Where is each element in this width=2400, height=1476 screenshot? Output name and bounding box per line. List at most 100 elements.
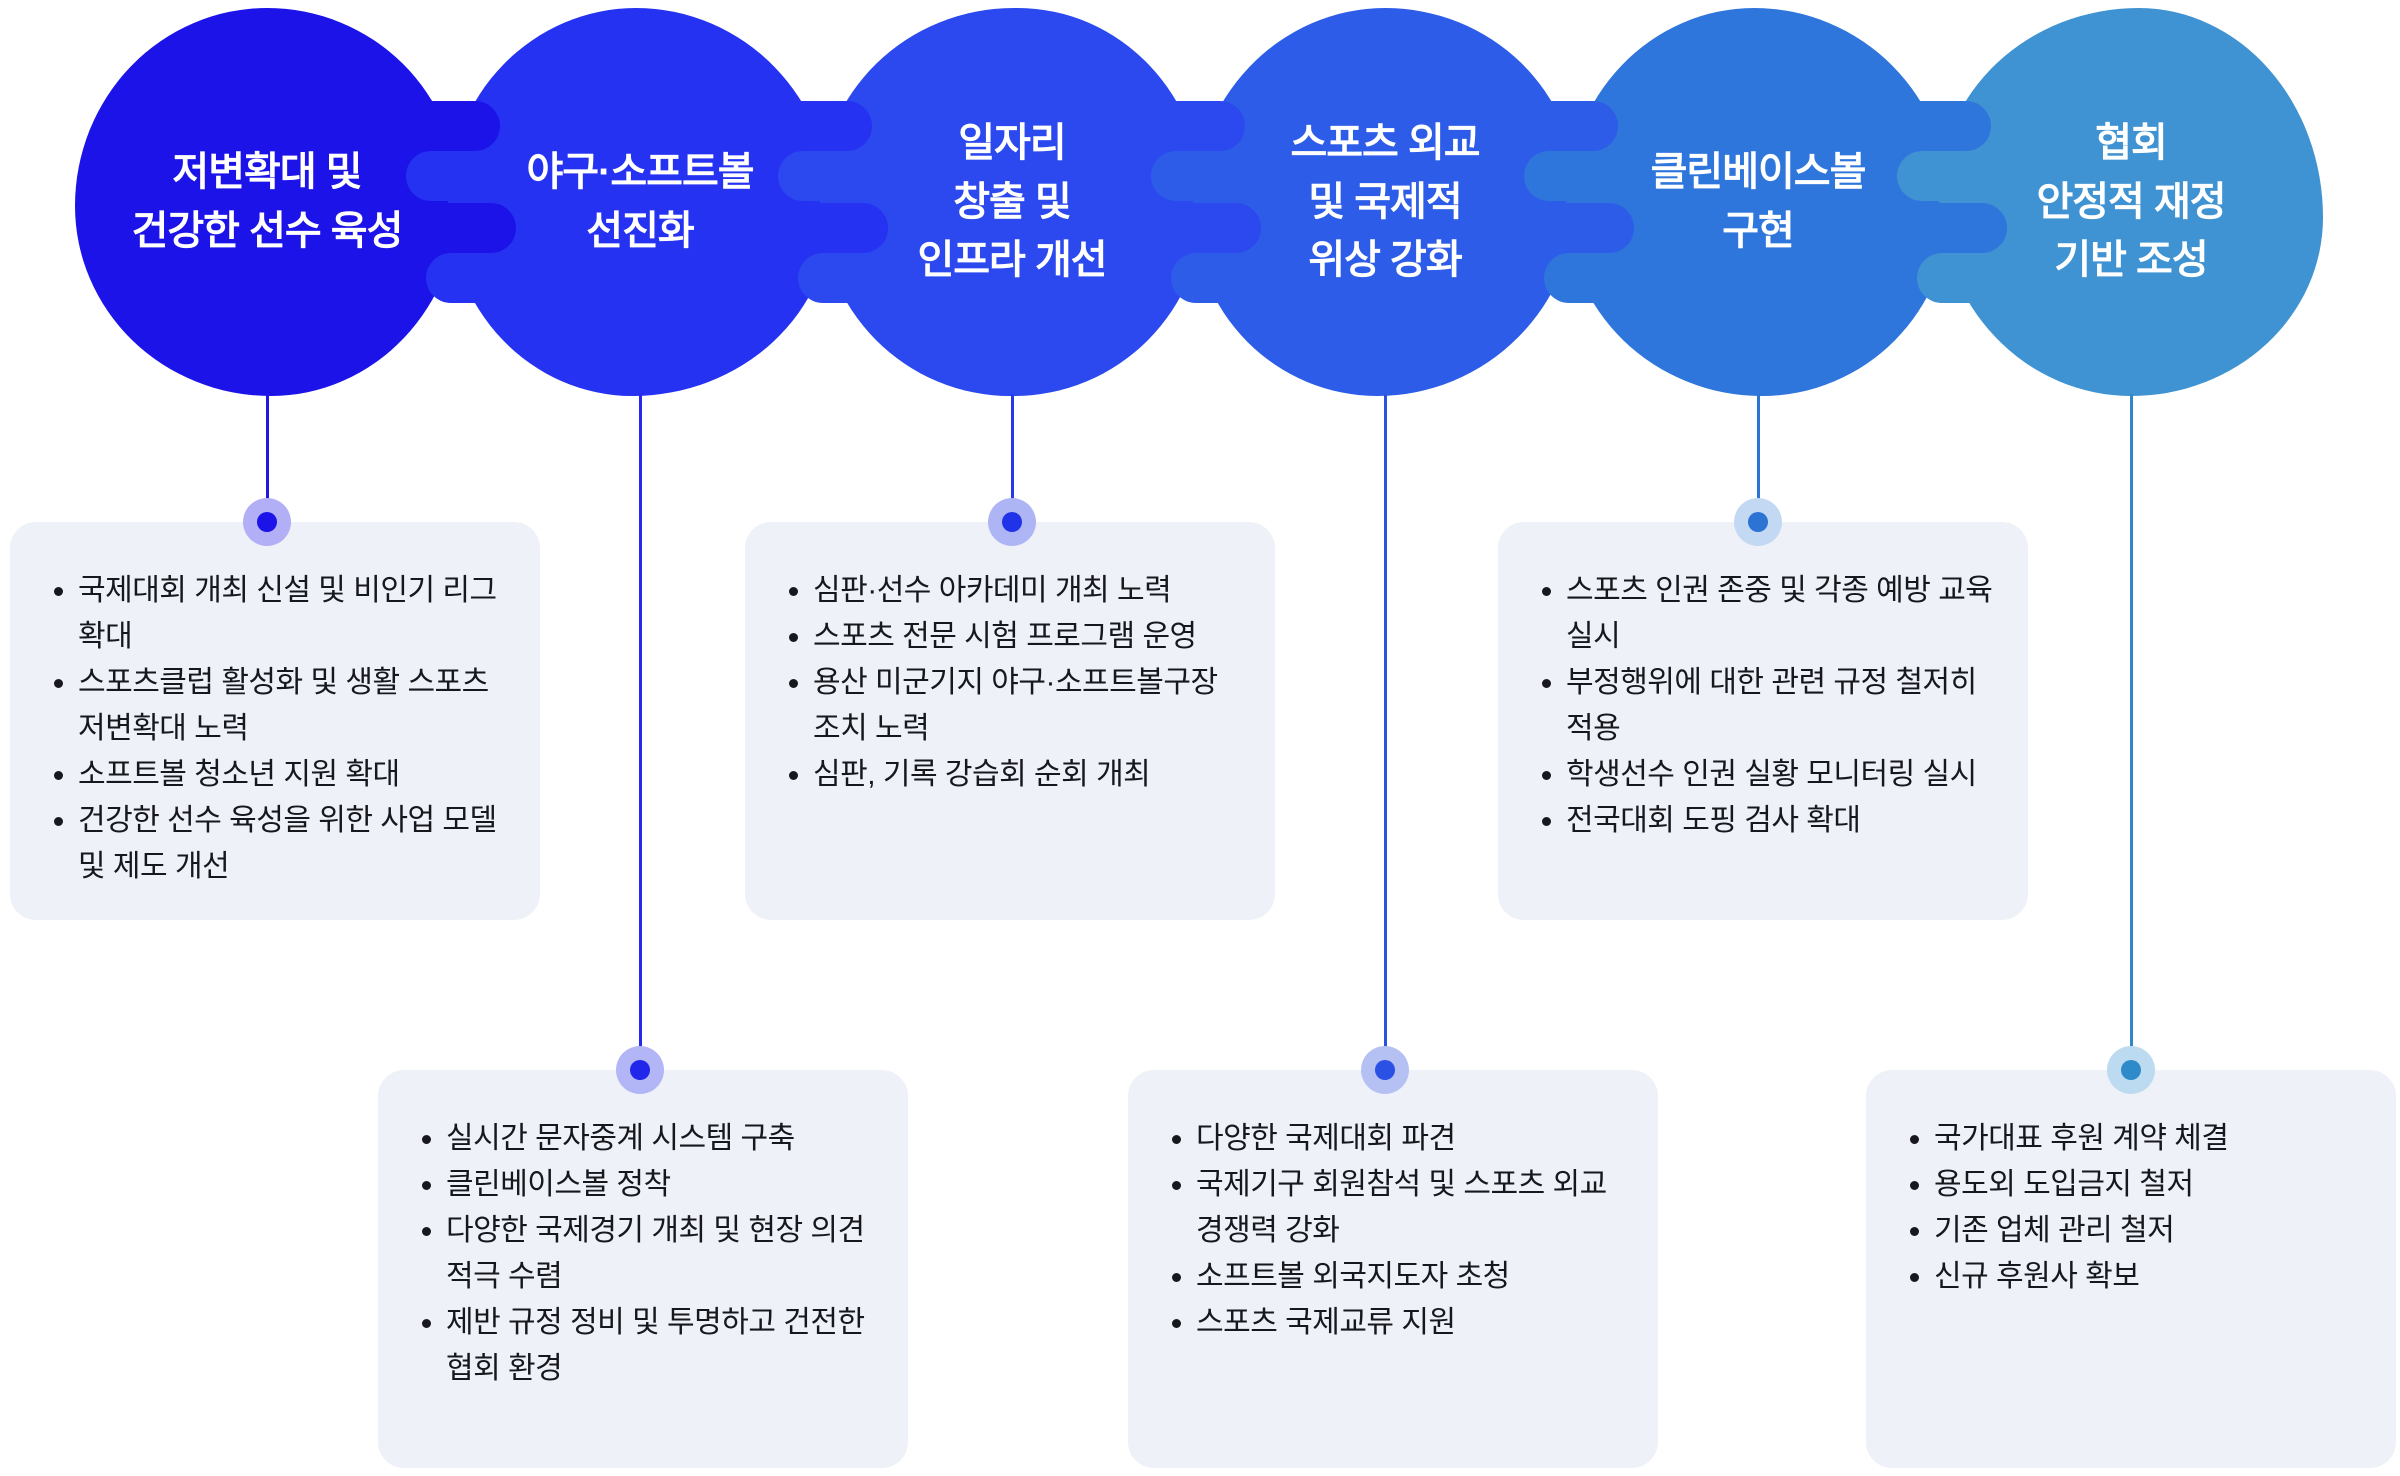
bullet-dot bbox=[422, 1227, 431, 1236]
bullet-text: 국제대회 개최 신설 및 비인기 리그 확대 bbox=[78, 574, 497, 653]
circle-connector-finger bbox=[288, 203, 516, 253]
bullet-dot bbox=[1172, 1273, 1181, 1282]
bullet-item: 학생선수 인권 실황 모니터링 실시 bbox=[1498, 752, 1998, 798]
bullet-text: 다양한 국제대회 파견 bbox=[1196, 1122, 1456, 1155]
bullet-item: 국제대회 개최 신설 및 비인기 리그 확대 bbox=[10, 568, 510, 660]
goal-circle-2: 야구·소프트볼 선진화 bbox=[448, 8, 832, 396]
bullet-text: 건강한 선수 육성을 위한 사업 모델 및 제도 개선 bbox=[78, 804, 497, 883]
bullet-text: 심판·선수 아카데미 개최 노력 bbox=[813, 574, 1172, 607]
circle-connector-finger bbox=[1170, 253, 1364, 303]
circle-connector-finger bbox=[1033, 101, 1245, 151]
bullet-item: 스포츠 국제교류 지원 bbox=[1128, 1300, 1628, 1346]
bullet-dot bbox=[422, 1135, 431, 1144]
bullet-text: 용도외 도입금지 철저 bbox=[1934, 1168, 2194, 1201]
bullet-text: 스포츠클럽 활성화 및 생활 스포츠 저변확대 노력 bbox=[78, 666, 489, 745]
goal-circle-6: 협회 안정적 재정 기반 조성 bbox=[1939, 8, 2323, 396]
circle-connector-finger bbox=[1033, 203, 1261, 253]
connector-dot-core bbox=[1748, 512, 1768, 532]
circle-connector-finger bbox=[1523, 151, 1737, 201]
goal-circle-4: 스포츠 외교 및 국제적 위상 강화 bbox=[1193, 8, 1577, 396]
connector-dot-core bbox=[630, 1060, 650, 1080]
connector-dot bbox=[1361, 1046, 1409, 1094]
goal-circle-label: 스포츠 외교 및 국제적 위상 강화 bbox=[1290, 120, 1480, 283]
bullet-item: 소프트볼 외국지도자 초청 bbox=[1128, 1254, 1628, 1300]
bullet-dot bbox=[54, 587, 63, 596]
circle-connector-finger bbox=[1406, 101, 1618, 151]
bullet-item: 전국대회 도핑 검사 확대 bbox=[1498, 798, 1998, 844]
bullet-item: 다양한 국제대회 파견 bbox=[1128, 1116, 1628, 1162]
goal-circle-label: 일자리 창출 및 인프라 개선 bbox=[917, 120, 1107, 283]
circle-connector-finger bbox=[1406, 203, 1634, 253]
bullet-text: 국제기구 회원참석 및 스포츠 외교 경쟁력 강화 bbox=[1196, 1168, 1607, 1247]
bullet-item: 실시간 문자중계 시스템 구축 bbox=[378, 1116, 878, 1162]
circle-connector-finger bbox=[1150, 151, 1364, 201]
bullet-item: 용산 미군기지 야구·소프트볼구장 조치 노력 bbox=[745, 660, 1245, 752]
connector-line bbox=[1756, 394, 1760, 524]
circle-connector-finger bbox=[1896, 151, 2110, 201]
connector-dot-core bbox=[257, 512, 277, 532]
circle-connector-finger bbox=[661, 101, 872, 151]
bullet-item: 스포츠 인권 존중 및 각종 예방 교육 실시 bbox=[1498, 568, 1998, 660]
bullet-dot bbox=[789, 633, 798, 642]
bullet-item: 스포츠 전문 시험 프로그램 운영 bbox=[745, 614, 1245, 660]
bullet-item: 클린베이스볼 정착 bbox=[378, 1162, 878, 1208]
bullet-text: 스포츠 국제교류 지원 bbox=[1196, 1306, 1456, 1339]
bullet-item: 부정행위에 대한 관련 규정 철저히 적용 bbox=[1498, 660, 1998, 752]
connector-dot-core bbox=[1002, 512, 1022, 532]
bullet-dot bbox=[789, 771, 798, 780]
connector-dot-core bbox=[2121, 1060, 2141, 1080]
bullet-item: 심판, 기록 강습회 순회 개최 bbox=[745, 752, 1245, 798]
connector-line bbox=[265, 394, 269, 524]
bullet-item: 신규 후원사 확보 bbox=[1866, 1254, 2366, 1300]
circle-connector-finger bbox=[425, 253, 619, 303]
goal-circle-label: 협회 안정적 재정 기반 조성 bbox=[2036, 120, 2226, 283]
connector-dot bbox=[243, 498, 291, 546]
bullet-dot bbox=[1172, 1319, 1181, 1328]
bullet-text: 신규 후원사 확보 bbox=[1934, 1260, 2140, 1293]
bullet-item: 소프트볼 청소년 지원 확대 bbox=[10, 752, 510, 798]
circle-connector-finger bbox=[798, 253, 991, 303]
bullet-dot bbox=[1172, 1135, 1181, 1144]
bullet-text: 학생선수 인권 실황 모니터링 실시 bbox=[1566, 758, 1977, 791]
bullet-item: 제반 규정 정비 및 투명하고 건전한 협회 환경 bbox=[378, 1300, 878, 1392]
bullet-text: 실시간 문자중계 시스템 구축 bbox=[446, 1122, 795, 1155]
bullet-item: 다양한 국제경기 개최 및 현장 의견 적극 수렴 bbox=[378, 1208, 878, 1300]
connector-line bbox=[2129, 394, 2133, 1072]
bullet-text: 스포츠 전문 시험 프로그램 운영 bbox=[813, 620, 1197, 653]
goal-circle-1: 저변확대 및 건강한 선수 육성 bbox=[75, 8, 459, 396]
bullet-item: 건강한 선수 육성을 위한 사업 모델 및 제도 개선 bbox=[10, 798, 510, 890]
bullet-dot bbox=[1910, 1227, 1919, 1236]
bullet-text: 제반 규정 정비 및 투명하고 건전한 협회 환경 bbox=[446, 1306, 865, 1385]
bullet-text: 용산 미군기지 야구·소프트볼구장 조치 노력 bbox=[813, 666, 1218, 745]
bullet-text: 다양한 국제경기 개최 및 현장 의견 적극 수렴 bbox=[446, 1214, 865, 1293]
connector-dot bbox=[1734, 498, 1782, 546]
connector-dot-core bbox=[1375, 1060, 1395, 1080]
bullet-item: 용도외 도입금지 철저 bbox=[1866, 1162, 2366, 1208]
goal-circle-3: 일자리 창출 및 인프라 개선 bbox=[820, 8, 1204, 396]
bullet-text: 클린베이스볼 정착 bbox=[446, 1168, 671, 1201]
connector-line bbox=[1010, 394, 1014, 524]
connector-dot bbox=[2107, 1046, 2155, 1094]
connector-line bbox=[1383, 394, 1387, 1072]
goal-circle-label: 저변확대 및 건강한 선수 육성 bbox=[131, 150, 404, 253]
bullet-item: 스포츠클럽 활성화 및 생활 스포츠 저변확대 노력 bbox=[10, 660, 510, 752]
goal-circle-5: 클린베이스볼 구현 bbox=[1566, 8, 1950, 396]
circle-connector-finger bbox=[661, 203, 888, 253]
circle-connector-finger bbox=[405, 151, 619, 201]
bullet-dot bbox=[1910, 1181, 1919, 1190]
bullet-item: 기존 업체 관리 철저 bbox=[1866, 1208, 2366, 1254]
circle-connector-finger bbox=[778, 151, 991, 201]
goal-circle-label: 야구·소프트볼 선진화 bbox=[526, 150, 754, 253]
bullet-dot bbox=[1172, 1181, 1181, 1190]
circle-connector-finger bbox=[1543, 253, 1737, 303]
circle-connector-finger bbox=[1779, 203, 2007, 253]
bullet-text: 기존 업체 관리 철저 bbox=[1934, 1214, 2175, 1247]
bullet-item: 국가대표 후원 계약 체결 bbox=[1866, 1116, 2366, 1162]
connector-line bbox=[638, 394, 642, 1072]
